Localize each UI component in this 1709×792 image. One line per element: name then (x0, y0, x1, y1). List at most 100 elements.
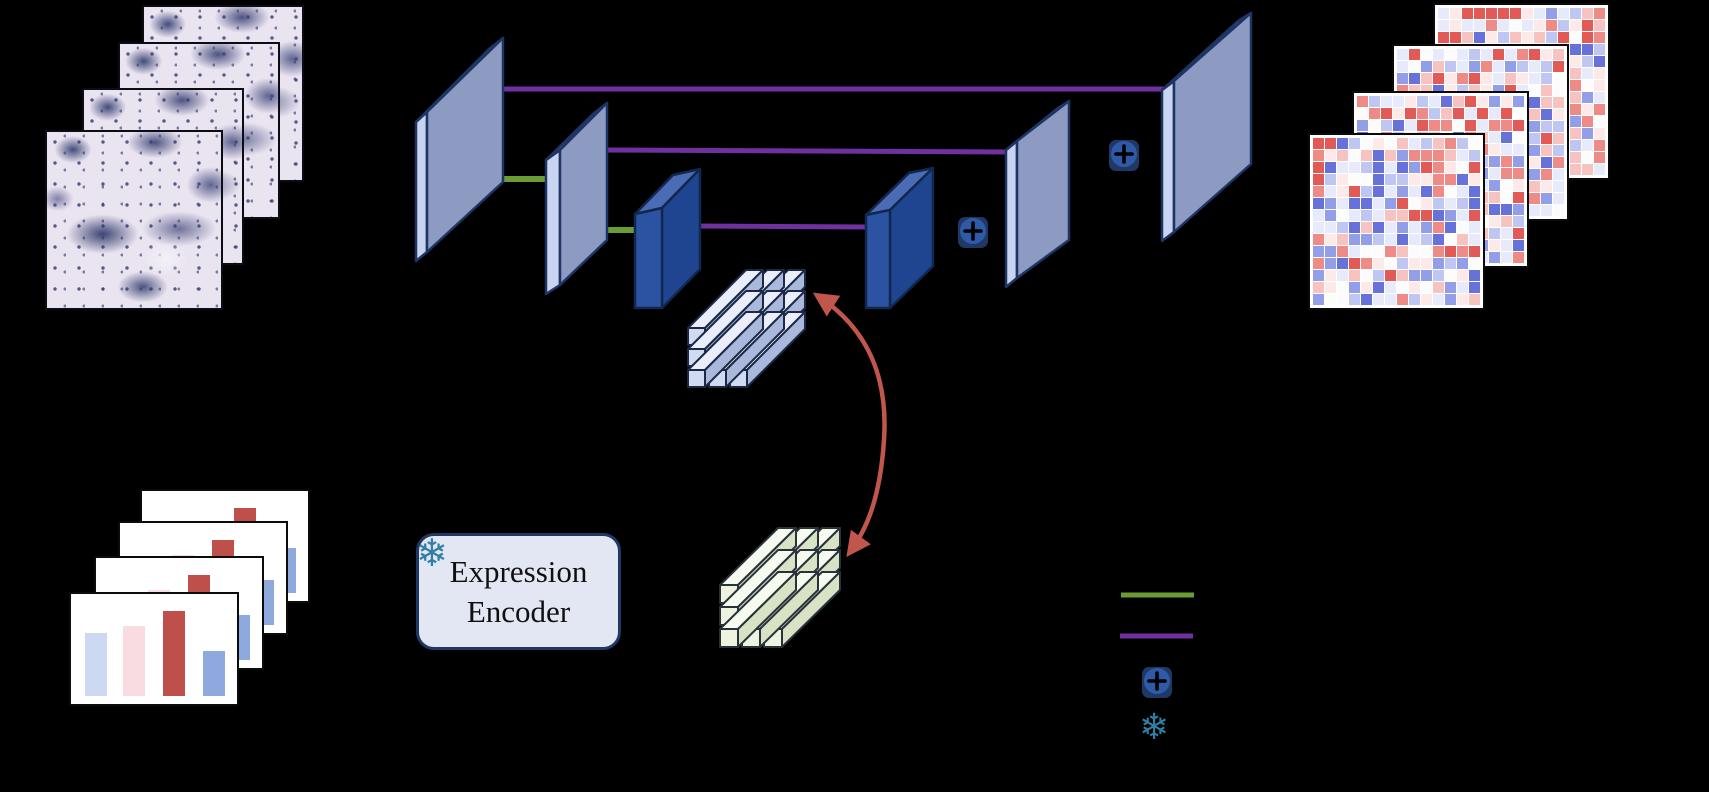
heatmap-cell (1486, 32, 1497, 43)
heatmap-cell (1541, 145, 1552, 156)
heatmap-cell (1337, 162, 1348, 173)
heatmap-cell (1517, 61, 1528, 72)
heatmap-cell (1417, 120, 1428, 131)
heatmap-cell (1313, 222, 1324, 233)
heatmap-cell (1405, 108, 1416, 119)
heatmap-cell (1421, 174, 1432, 185)
heatmap-cell (1393, 96, 1404, 107)
heatmap-cell (1541, 61, 1552, 72)
heatmap-cell (1385, 198, 1396, 209)
heatmap-cell (1457, 162, 1468, 173)
heatmap-cell (1462, 32, 1473, 43)
heatmap-cell (1373, 234, 1384, 245)
heatmap-cell (1493, 85, 1504, 96)
heatmap-cell (1594, 8, 1605, 19)
heatmap-cell (1445, 85, 1456, 96)
snowflake-icon: ❄ (416, 533, 448, 575)
heatmap-cell (1510, 32, 1521, 43)
heatmap-cell (1513, 108, 1524, 119)
heatmap-cell (1558, 32, 1569, 43)
heatmap-cell (1469, 49, 1480, 60)
heatmap-cell (1489, 144, 1500, 155)
bottleneck-blocks (633, 166, 935, 310)
heatmap-cell (1409, 138, 1420, 149)
heatmap-cell (1501, 168, 1512, 179)
heatmap-cell (1489, 192, 1500, 203)
heatmap-cell (1457, 258, 1468, 269)
heatmap-cell (1421, 186, 1432, 197)
heatmap-cell (1489, 132, 1500, 143)
heatmap-cell (1409, 258, 1420, 269)
heatmap-cell (1489, 168, 1500, 179)
heatmap-cell (1357, 108, 1368, 119)
decoder-panel-1 (864, 166, 935, 310)
heatmap-cell (1541, 205, 1552, 216)
heatmap-cell (1313, 282, 1324, 293)
heatmap-cell (1397, 186, 1408, 197)
heatmap-cell (1417, 96, 1428, 107)
heatmap-cell (1441, 120, 1452, 131)
heatmap-cell (1570, 56, 1581, 67)
heatmap-cell (1474, 32, 1485, 43)
heatmap-cell (1405, 120, 1416, 131)
heatmap-cell (1397, 294, 1408, 305)
heatmap-cell (1529, 133, 1540, 144)
expression-encoder-label-line2: Encoder (466, 593, 571, 629)
heatmap-cell (1513, 228, 1524, 239)
heatmap-cell (1421, 222, 1432, 233)
heatmap-cell (1325, 222, 1336, 233)
heatmap-cell (1369, 120, 1380, 131)
heatmap-cell (1409, 222, 1420, 233)
heatmap-cell (1529, 169, 1540, 180)
heatmap-cell (1433, 186, 1444, 197)
expression-encoder-label-line1: Expression (449, 553, 588, 589)
expression-token-bundle (719, 527, 841, 648)
heatmap-cell (1534, 20, 1545, 31)
heatmap-cell (1513, 240, 1524, 251)
heatmap-cell (1453, 120, 1464, 131)
heatmap-cell (1397, 246, 1408, 257)
heatmap-cell (1582, 164, 1593, 175)
heatmap-cell (1469, 61, 1480, 72)
heatmap-cell (1385, 162, 1396, 173)
heatmap-cell (1457, 61, 1468, 72)
heatmap-cell (1541, 97, 1552, 108)
heatmap-cell (1397, 85, 1408, 96)
heatmap-cell (1385, 294, 1396, 305)
heatmap-cell (1349, 270, 1360, 281)
heatmap-cell (1553, 73, 1564, 84)
heatmap-cell (1465, 96, 1476, 107)
heatmap-cell (1541, 157, 1552, 168)
heatmap-cell (1541, 73, 1552, 84)
heatmap-cell (1361, 222, 1372, 233)
heatmap-cell (1477, 96, 1488, 107)
expression-bar-card (69, 592, 239, 706)
heatmap-cell (1469, 174, 1480, 185)
heatmap-cell (1349, 174, 1360, 185)
heatmap-cell (1582, 152, 1593, 163)
heatmap-cell (1325, 258, 1336, 269)
heatmap-cell (1529, 121, 1540, 132)
heatmap-cell (1433, 85, 1444, 96)
encoder-panel-1 (414, 36, 505, 263)
heatmap-cell (1582, 116, 1593, 127)
heatmap-cell (1325, 282, 1336, 293)
heatmap-cell (1337, 246, 1348, 257)
heatmap-cell (1505, 85, 1516, 96)
heatmap-cell (1457, 222, 1468, 233)
heatmap-cell (1469, 234, 1480, 245)
heatmap-cell (1337, 138, 1348, 149)
heatmap-cell (1453, 108, 1464, 119)
heatmap-cell (1421, 138, 1432, 149)
heatmap-cell (1433, 210, 1444, 221)
heatmap-cell (1385, 174, 1396, 185)
heatmap-cell (1385, 246, 1396, 257)
heatmap-cell (1541, 85, 1552, 96)
heatmap-cell (1474, 20, 1485, 31)
heatmap-cell (1325, 174, 1336, 185)
heatmap-cell (1529, 145, 1540, 156)
heatmap-cell (1445, 294, 1456, 305)
heatmap-cell (1541, 169, 1552, 180)
heatmap-cell (1409, 234, 1420, 245)
heatmap-cell (1513, 204, 1524, 215)
